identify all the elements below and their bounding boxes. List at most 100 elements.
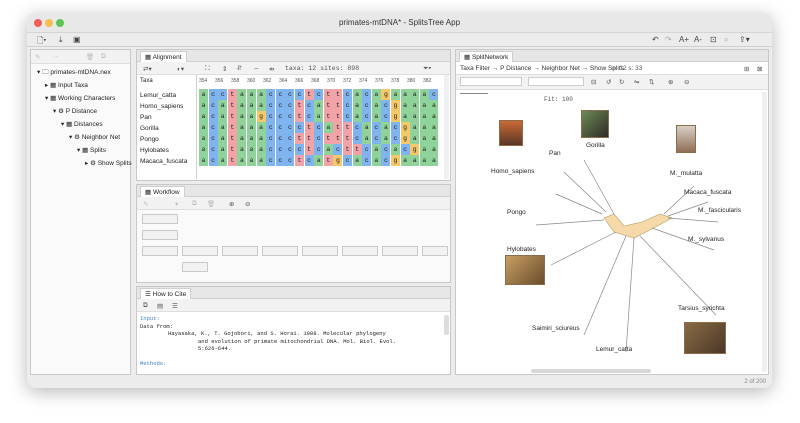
color-scheme-icon[interactable]: ◐▾	[177, 66, 185, 73]
scale-icon[interactable]: ⊟	[591, 79, 597, 86]
font-decrease-button[interactable]: A-	[694, 35, 702, 44]
list-icon[interactable]: ☰	[172, 303, 178, 310]
filter-icon[interactable]: ⏷▾	[423, 65, 432, 72]
network-vscrollbar[interactable]	[762, 92, 767, 372]
tab-alignment[interactable]: ▦ Alignment	[140, 51, 187, 62]
taxon-label[interactable]: Macaca_fuscata	[140, 158, 188, 165]
taxon-tarsius[interactable]: Tarsius_syrichta	[678, 305, 725, 312]
zoom-out-icon[interactable]: ⊖	[245, 201, 251, 208]
rotate-right-icon[interactable]: ↻	[619, 79, 625, 86]
taxon-label[interactable]: Pan	[140, 114, 152, 121]
expand-icon[interactable]: ⛶	[205, 65, 210, 72]
workflow-node[interactable]	[422, 246, 448, 256]
redo-icon[interactable]: ↷	[665, 35, 672, 44]
tool-icon[interactable]: ✎	[35, 54, 41, 61]
flip-horizontal-icon[interactable]: ⇋	[634, 79, 640, 86]
taxon-label[interactable]: Pongo	[140, 136, 159, 143]
tree-label: Distances	[74, 121, 103, 128]
taxon-hylobates[interactable]: Hylobates	[507, 246, 536, 253]
workflow-node[interactable]	[142, 230, 178, 240]
save-icon[interactable]: ⤓	[59, 35, 63, 44]
sidebar-toggle-icon[interactable]: ▣	[73, 35, 81, 44]
tree-item-input-taxa[interactable]: ▸ ▦ Input Taxa	[45, 82, 88, 89]
layout-icon[interactable]: ⊞	[744, 66, 750, 73]
new-file-icon[interactable]: 🗋▾	[37, 36, 47, 45]
taxon-m-mulatta[interactable]: M._mulatta	[670, 170, 703, 177]
workflow-node[interactable]	[382, 246, 418, 256]
tab-workflow[interactable]: ▦ Workflow	[140, 186, 185, 197]
taxon-label[interactable]: Gorilla	[140, 125, 159, 132]
label-select[interactable]	[528, 77, 584, 86]
horizontal-expand-icon[interactable]: ⇔	[253, 65, 260, 72]
zoom-in-icon[interactable]: ⊕	[668, 79, 674, 86]
share-icon[interactable]: ⇪▾	[739, 35, 750, 44]
copy-icon[interactable]: ⧉	[143, 302, 148, 309]
flip-vertical-icon[interactable]: ⇅	[649, 79, 655, 86]
sequence-cell: a	[371, 111, 381, 122]
sequence-cell: c	[285, 89, 295, 100]
arrow-icon[interactable]: ▾	[175, 201, 179, 208]
network-hscrollbar[interactable]	[531, 369, 651, 373]
taxon-macaca-fuscata[interactable]: Macaca_fuscata	[684, 189, 732, 196]
horizontal-shrink-icon[interactable]: ⇹	[269, 66, 275, 73]
sequence-cell: a	[419, 122, 429, 133]
zoom-window-button[interactable]	[56, 19, 64, 27]
arrow-icon[interactable]: →	[53, 53, 60, 60]
copy-icon[interactable]: ⧉	[192, 200, 197, 207]
cite-scrollbar[interactable]	[444, 315, 449, 335]
taxon-homo-sapiens[interactable]: Homo_sapiens	[491, 168, 535, 175]
taxon-gorilla[interactable]: Gorilla	[586, 142, 605, 149]
vertical-shrink-icon[interactable]: ⥯	[237, 65, 242, 72]
cite-text: Input:Data from:Hayasaka, K., T. Gojobor…	[140, 315, 396, 368]
workflow-node[interactable]	[222, 246, 258, 256]
workflow-node[interactable]	[182, 262, 208, 272]
taxon-m-fascicularis[interactable]: M._fascicularis	[698, 207, 741, 214]
tree-item-p-distance[interactable]: ▾ ⚙ P Distance	[53, 108, 98, 115]
workflow-node[interactable]	[182, 246, 218, 256]
tree-item-root[interactable]: ▾ 🗀 primates-mtDNA.nex	[37, 69, 111, 76]
taxon-label[interactable]: Hylobates	[140, 147, 169, 154]
delete-icon[interactable]: 🗑	[86, 54, 95, 61]
rotate-left-icon[interactable]: ↺	[606, 79, 612, 86]
split-network-canvas[interactable]	[456, 90, 768, 374]
tree-item-distances[interactable]: ▾ ▦ Distances	[61, 121, 103, 128]
grid-icon[interactable]: ⊠	[757, 66, 763, 73]
taxon-saimiri[interactable]: Saimiri_sciureus	[532, 325, 580, 332]
format-icon[interactable]: ⇄▾	[143, 66, 152, 73]
tree-item-working-characters[interactable]: ▾ ▦ Working Characters	[45, 95, 116, 102]
workflow-canvas[interactable]	[137, 210, 450, 282]
taxon-pongo[interactable]: Pongo	[507, 209, 526, 216]
delete-icon[interactable]: 🗑	[207, 201, 216, 208]
alignment-vscrollbar[interactable]	[444, 75, 449, 179]
fit-window-icon[interactable]: ⊡	[710, 35, 717, 44]
tab-split-network[interactable]: ▦ SplitNetwork	[459, 51, 514, 62]
undo-icon[interactable]: ↶	[652, 35, 659, 44]
tree-item-show-splits[interactable]: ▸ ⚙ Show Splits	[85, 160, 132, 167]
layout-select[interactable]	[460, 77, 522, 86]
tab-how-to-cite[interactable]: ☰ How to Cite	[140, 288, 192, 299]
tree-item-neighbor-net[interactable]: ▾ ⚙ Neighbor Net	[69, 134, 121, 141]
taxon-pan[interactable]: Pan	[549, 150, 561, 157]
taxon-m-sylvanus[interactable]: M._sylvanus	[688, 236, 725, 243]
zoom-in-icon[interactable]: ⊕	[229, 201, 235, 208]
workflow-node[interactable]	[262, 246, 298, 256]
taxon-label[interactable]: Lemur_catta	[140, 92, 177, 99]
search-icon[interactable]: ⌕	[724, 35, 729, 44]
workflow-node[interactable]	[142, 214, 178, 224]
edit-icon[interactable]: ✎	[143, 201, 149, 208]
tree-item-splits[interactable]: ▾ ▦ Splits	[77, 147, 106, 154]
vertical-expand-icon[interactable]: ⇕	[222, 66, 228, 73]
workflow-node[interactable]	[342, 246, 378, 256]
zoom-out-icon[interactable]: ⊖	[684, 79, 690, 86]
minimize-window-button[interactable]	[45, 19, 53, 27]
workflow-node[interactable]	[142, 246, 178, 256]
workflow-node[interactable]	[302, 246, 338, 256]
duplicate-icon[interactable]: ⧉	[101, 53, 106, 60]
close-window-button[interactable]	[34, 19, 42, 27]
font-increase-button[interactable]: A+	[679, 35, 690, 44]
edge-pan	[563, 171, 607, 213]
taxon-lemur-catta[interactable]: Lemur_catta	[596, 346, 633, 353]
format-icon[interactable]: ▤	[157, 303, 164, 310]
taxon-label[interactable]: Homo_sapiens	[140, 103, 184, 110]
